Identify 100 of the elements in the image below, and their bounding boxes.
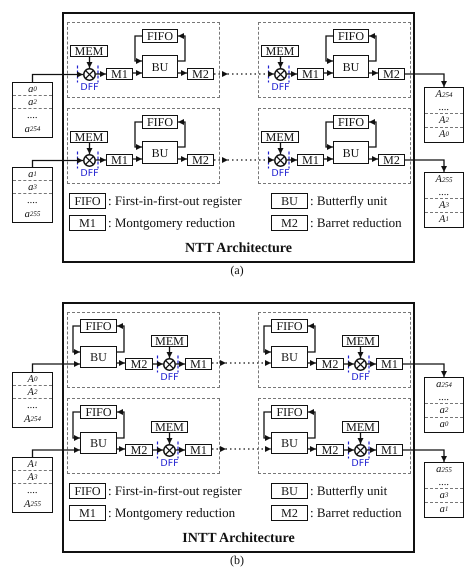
arrow bbox=[324, 70, 333, 76]
architecture-frame bbox=[62, 302, 415, 553]
legend-description: : Barret reduction bbox=[310, 505, 402, 521]
legend-key-box: BU bbox=[271, 193, 308, 209]
module-box: BU bbox=[80, 346, 117, 368]
arrow bbox=[153, 361, 163, 367]
arrow bbox=[324, 156, 333, 162]
dff-label: DFF bbox=[270, 168, 290, 179]
dotted-arrow bbox=[212, 446, 271, 452]
stage-frame bbox=[258, 22, 411, 98]
memory-entry: .... bbox=[425, 186, 463, 200]
arrow bbox=[178, 33, 186, 62]
arrow bbox=[86, 143, 92, 154]
memory-entry: .... bbox=[26, 194, 39, 208]
arrow bbox=[287, 71, 297, 77]
dotted-arrow bbox=[214, 157, 274, 163]
arrow bbox=[166, 433, 172, 444]
arrow bbox=[32, 361, 80, 372]
stage-frame bbox=[67, 108, 220, 184]
arrow bbox=[369, 33, 377, 62]
stage-frame bbox=[67, 398, 220, 474]
multiplier-symbol bbox=[354, 358, 367, 371]
arrow bbox=[134, 35, 142, 64]
module-box: MEM bbox=[151, 421, 188, 433]
arrow bbox=[367, 361, 376, 367]
arrow bbox=[133, 70, 142, 76]
arrow bbox=[178, 70, 187, 76]
module-box: MEM bbox=[342, 335, 379, 347]
arrow bbox=[308, 409, 316, 439]
arrow bbox=[308, 446, 316, 452]
module-box: BU bbox=[333, 141, 369, 164]
arrow bbox=[133, 156, 142, 162]
module-box: M1 bbox=[376, 358, 403, 370]
stage-frame bbox=[258, 398, 411, 474]
module-box: M2 bbox=[125, 358, 153, 370]
stage-frame bbox=[258, 108, 411, 184]
module-box: FIFO bbox=[271, 319, 308, 333]
module-box: M2 bbox=[378, 154, 405, 166]
arrow bbox=[117, 446, 125, 452]
module-box: MEM bbox=[70, 45, 108, 57]
dff-label: DFF bbox=[160, 372, 180, 383]
legend-key-box: M2 bbox=[271, 505, 308, 521]
legend-description: : First-in-first-out register bbox=[108, 483, 242, 499]
module-box: M2 bbox=[378, 68, 405, 80]
multiplier-symbol bbox=[354, 444, 367, 457]
module-box: MEM bbox=[70, 131, 108, 143]
arrow bbox=[344, 361, 354, 367]
arrow bbox=[96, 71, 106, 77]
dff-label: DFF bbox=[350, 458, 370, 469]
arrow bbox=[32, 72, 83, 82]
module-box: BU bbox=[333, 55, 369, 78]
multiplier-symbol bbox=[163, 358, 176, 371]
module-box: FIFO bbox=[80, 405, 117, 419]
memory-entry: .... bbox=[425, 476, 463, 490]
arrow bbox=[325, 121, 333, 150]
legend-key-box: M1 bbox=[69, 215, 106, 231]
arrow bbox=[176, 447, 185, 453]
dotted-arrow bbox=[214, 71, 274, 77]
arrow bbox=[72, 411, 80, 441]
arrow bbox=[117, 360, 125, 366]
legend-description: : Butterfly unit bbox=[310, 193, 388, 209]
dff-label: DFF bbox=[350, 372, 370, 383]
arrow bbox=[367, 447, 376, 453]
module-box: FIFO bbox=[142, 115, 178, 129]
legend-key-box: FIFO bbox=[69, 483, 106, 499]
arrow bbox=[153, 447, 163, 453]
module-box: FIFO bbox=[142, 29, 178, 43]
arrow bbox=[96, 157, 106, 163]
arrow bbox=[403, 449, 447, 462]
memory-entry: .... bbox=[425, 391, 463, 404]
arrow bbox=[117, 409, 125, 439]
arrow bbox=[166, 347, 172, 358]
arrow bbox=[405, 159, 447, 172]
memory-entry: .... bbox=[425, 101, 463, 114]
module-box: M2 bbox=[187, 154, 214, 166]
memory-entry: .... bbox=[26, 484, 39, 498]
arrow bbox=[178, 119, 186, 148]
module-box: M1 bbox=[297, 68, 324, 80]
arrow bbox=[278, 143, 284, 154]
architecture-title: NTT Architecture bbox=[184, 241, 293, 257]
arrow bbox=[358, 433, 364, 444]
arrow bbox=[369, 119, 377, 148]
arrow bbox=[263, 325, 271, 355]
arrow bbox=[308, 360, 316, 366]
memory-buffer bbox=[424, 377, 464, 433]
arrow bbox=[32, 158, 83, 167]
module-box: BU bbox=[142, 141, 178, 164]
legend-key-box: M2 bbox=[271, 215, 308, 231]
module-box: BU bbox=[142, 55, 178, 78]
memory-buffer bbox=[12, 82, 53, 138]
arrow bbox=[72, 325, 80, 355]
module-box: BU bbox=[80, 432, 117, 454]
panel-caption: (b) bbox=[229, 553, 245, 568]
memory-buffer bbox=[424, 172, 464, 228]
memory-buffer bbox=[12, 457, 53, 513]
arrow bbox=[263, 411, 271, 441]
stage-frame bbox=[67, 312, 220, 388]
legend-description: : Montgomery reduction bbox=[108, 215, 236, 231]
panel-caption: (a) bbox=[229, 263, 245, 278]
module-box: M1 bbox=[376, 444, 403, 456]
